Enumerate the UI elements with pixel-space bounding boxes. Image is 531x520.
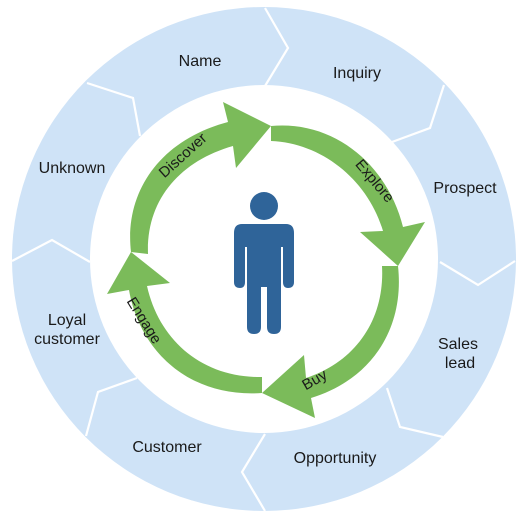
person-body [234,224,294,334]
segment-label-line: lead [445,355,475,372]
segment-label-line: Opportunity [294,450,377,467]
cycle-arrows [107,102,425,418]
divider-saleslead-opportunity [385,387,444,439]
arrow-buy [262,266,399,418]
divider-inquiry-prospect [391,84,446,144]
segment-label-unknown: Unknown [39,160,106,177]
person-head [250,192,278,220]
arrow-explore [271,125,425,266]
segment-label-customer: Customer [132,439,202,456]
segment-label-line: Sales [438,336,478,353]
segment-label-line: Prospect [433,180,497,197]
segment-label-line: Customer [132,439,202,456]
divider-unknown-name [86,81,142,137]
segment-label-sales-lead: Sales lead [438,336,478,372]
segment-label-line: Name [179,53,222,70]
segment-label-line: Inquiry [333,65,381,82]
segment-label-name: Name [179,53,222,70]
divider-opportunity-customer [240,433,266,512]
divider-loyal-unknown [11,238,91,263]
segment-label-prospect: Prospect [433,180,497,197]
segment-label-loyal-customer: Loyal customer [34,312,100,348]
arrow-engage [107,252,262,394]
segment-dividers [11,7,516,512]
segment-label-line: customer [34,331,100,348]
segment-label-inquiry: Inquiry [333,65,381,82]
divider-prospect-saleslead [439,260,516,287]
divider-name-inquiry [264,7,290,87]
person-icon [234,192,294,334]
segment-label-line: Loyal [48,312,86,329]
divider-customer-loyal [84,376,138,437]
segment-label-line: Unknown [39,160,106,177]
segment-labels: Name Inquiry Prospect Sales lead Opportun… [34,53,497,467]
arrow-discover [130,102,271,254]
segment-label-opportunity: Opportunity [294,450,377,467]
